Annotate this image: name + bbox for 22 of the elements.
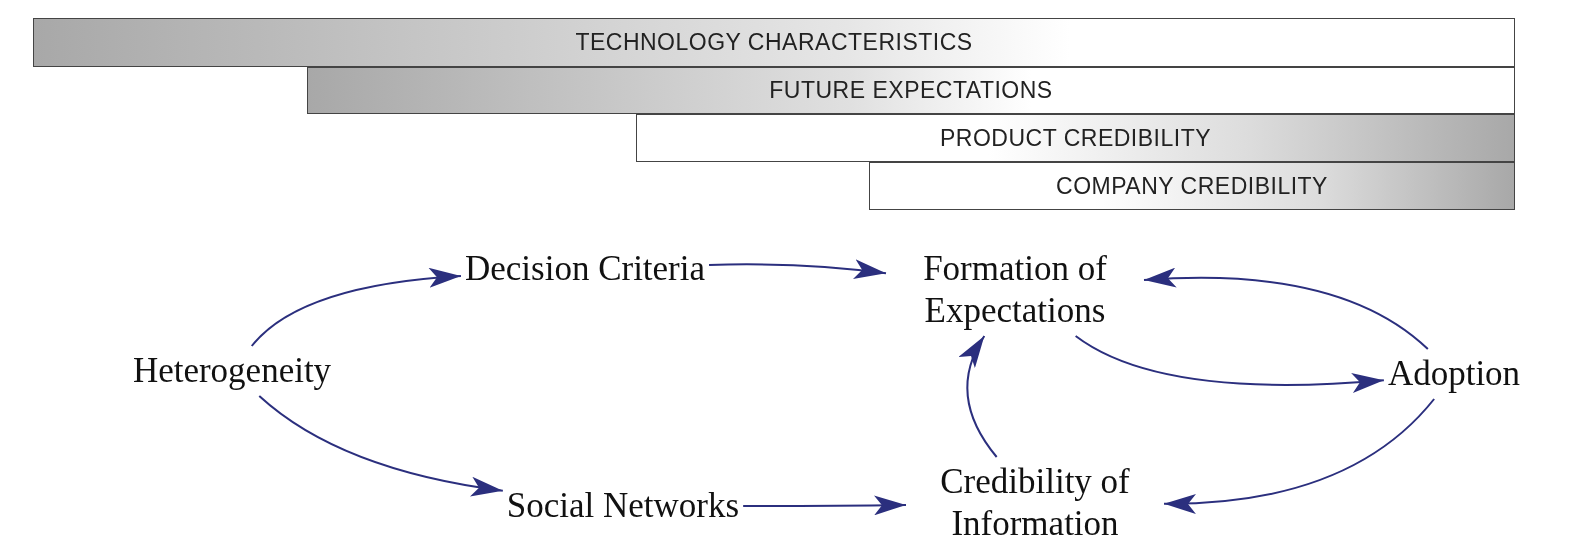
bar-label: TECHNOLOGY CHARACTERISTICS xyxy=(575,29,973,56)
category-bar xyxy=(869,162,1515,210)
category-bar xyxy=(636,114,1515,162)
arrow xyxy=(250,268,462,347)
category-bar xyxy=(307,67,1515,114)
arrow xyxy=(258,395,504,497)
concept-label: Decision Criteria xyxy=(464,248,706,290)
arrow xyxy=(1074,335,1385,393)
concept-label: Social Networks xyxy=(506,485,740,527)
bar-label: FUTURE EXPECTATIONS xyxy=(769,77,1053,104)
bar-label: COMPANY CREDIBILITY xyxy=(1056,172,1328,200)
concept-label: Formation of Expectations xyxy=(890,248,1140,332)
concept-label: Adoption xyxy=(1387,353,1521,395)
arrow xyxy=(1143,268,1429,350)
category-bar xyxy=(33,18,1515,67)
concept-label: Credibility of Information xyxy=(910,461,1160,544)
bar-label: PRODUCT CREDIBILITY xyxy=(939,124,1212,152)
arrow xyxy=(708,259,887,280)
arrow xyxy=(959,335,998,458)
concept-label: Heterogeneity xyxy=(132,350,332,392)
arrow xyxy=(1163,398,1436,514)
arrow xyxy=(742,495,907,516)
